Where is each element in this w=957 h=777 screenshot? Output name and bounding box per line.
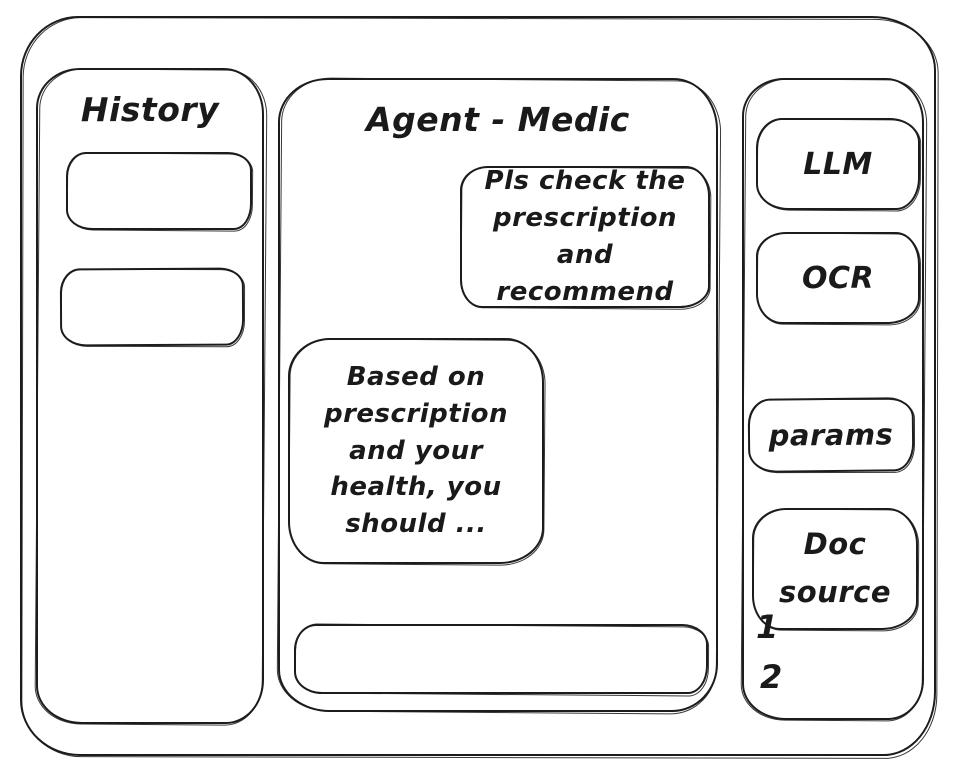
chat-title: Agent - Medic [366,100,630,139]
llm-button[interactable]: LLM [756,118,920,210]
app-window-frame: History Agent - Medic Pls check the pres… [20,16,936,756]
params-button[interactable]: params [747,397,915,473]
doc-source-item-2: 2 [760,658,783,696]
history-panel: History [36,68,264,724]
doc-source-item-1: 1 [756,608,779,646]
doc-source-button[interactable]: Doc source [752,508,918,630]
tools-panel: LLM OCR params Doc source 1 2 [742,78,924,720]
chat-input-box[interactable] [294,624,708,694]
history-title: History [80,90,220,129]
chat-input[interactable] [296,626,706,692]
ocr-button[interactable]: OCR [756,232,920,324]
user-message-text: Pls check the prescription and recommend [484,166,686,307]
chat-panel: Agent - Medic Pls check the prescription… [278,78,718,712]
user-message-bubble: Pls check the prescription and recommend [460,166,710,308]
history-item[interactable] [66,152,252,230]
assistant-message-bubble: Based on prescription and your health, y… [288,338,544,564]
assistant-message-text: Based on prescription and your health, y… [323,361,508,540]
doc-source-label: Doc source [779,527,891,609]
history-item[interactable] [59,267,245,347]
